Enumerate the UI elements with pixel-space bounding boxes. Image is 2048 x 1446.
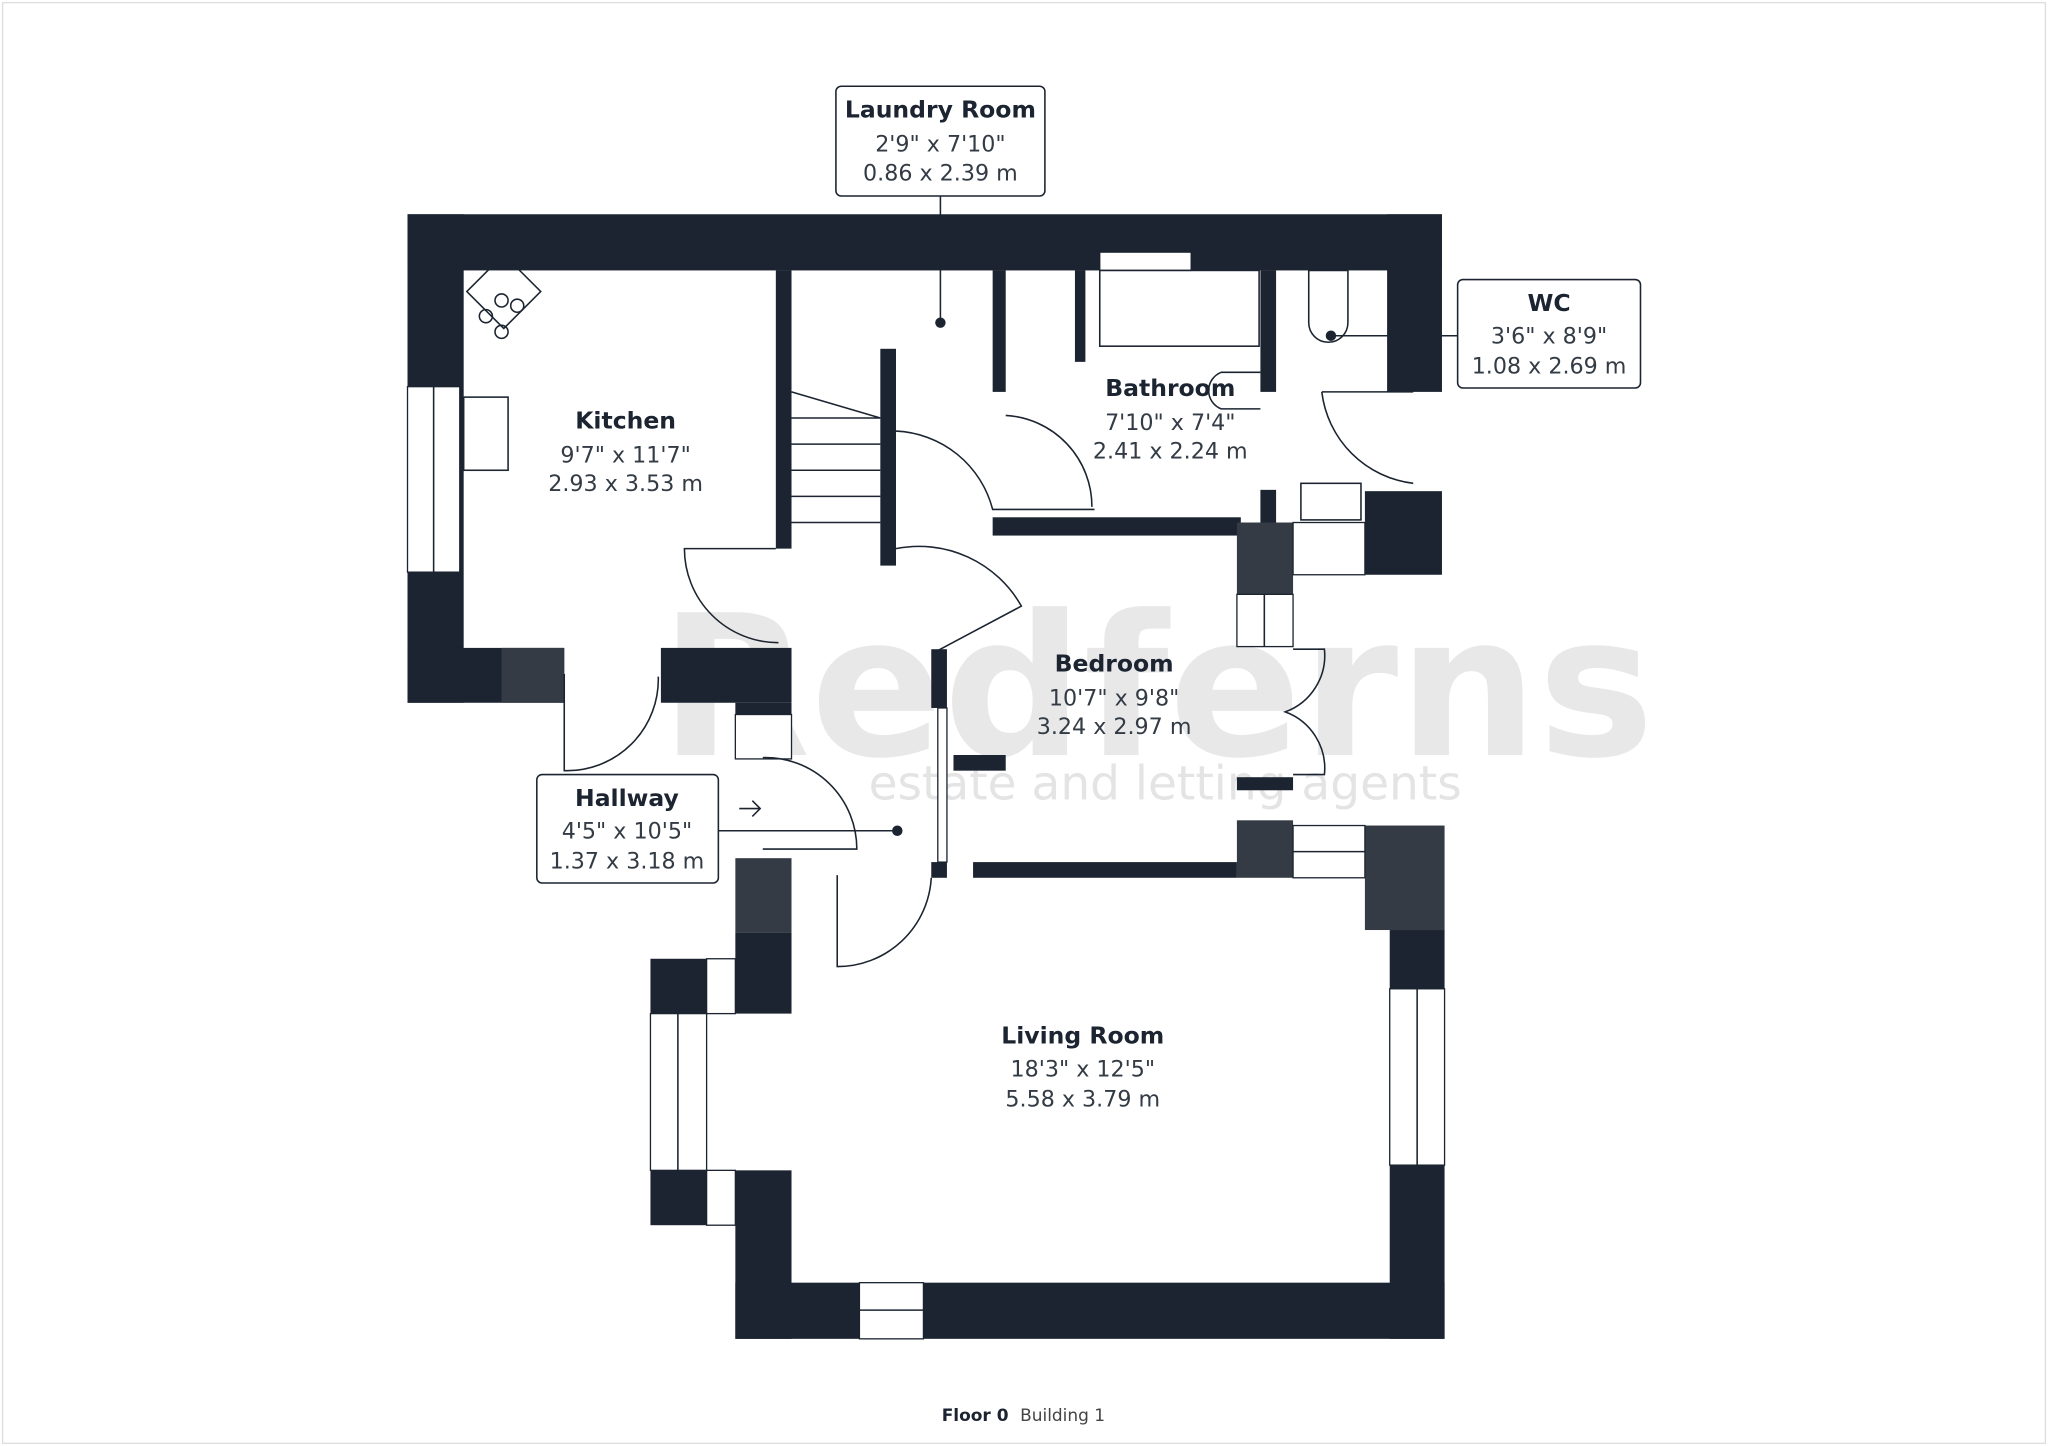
floor-label: Floor 0 xyxy=(942,1406,1009,1426)
fixtures xyxy=(462,253,1414,968)
room-dim-metric: 2.93 x 3.53 m xyxy=(548,471,703,497)
floor-caption: Floor 0 Building 1 xyxy=(942,1406,1105,1426)
room-dim-metric: 1.08 x 2.69 m xyxy=(1472,354,1627,380)
room-dim-imperial: 10'7" x 9'8" xyxy=(1049,685,1179,711)
room-label-laundry: Laundry Room 2'9" x 7'10" 0.86 x 2.39 m xyxy=(835,85,1046,197)
entrance-arrow-icon xyxy=(739,800,762,817)
room-dim-metric: 2.41 x 2.24 m xyxy=(1093,439,1248,465)
room-dim-metric: 5.58 x 3.79 m xyxy=(1005,1086,1160,1112)
room-name: Hallway xyxy=(575,784,679,812)
room-dim-imperial: 7'10" x 7'4" xyxy=(1105,410,1235,436)
room-dim-imperial: 2'9" x 7'10" xyxy=(875,132,1005,158)
room-name: Laundry Room xyxy=(845,96,1036,124)
room-label-wc: WC 3'6" x 8'9" 1.08 x 2.69 m xyxy=(1456,278,1642,389)
room-dim-imperial: 9'7" x 11'7" xyxy=(560,442,690,468)
room-dim-metric: 3.24 x 2.97 m xyxy=(1037,714,1192,740)
room-label-bedroom: Bedroom 10'7" x 9'8" 3.24 x 2.97 m xyxy=(1037,649,1192,740)
room-dim-imperial: 4'5" x 10'5" xyxy=(562,819,692,845)
watermark: Redferns estate and letting agents xyxy=(660,574,1655,811)
room-dim-metric: 1.37 x 3.18 m xyxy=(550,849,705,875)
room-label-living: Living Room 18'3" x 12'5" 5.58 x 3.79 m xyxy=(1001,1022,1164,1113)
building-label: Building 1 xyxy=(1020,1406,1105,1426)
room-name: Bedroom xyxy=(1055,649,1174,677)
room-label-kitchen: Kitchen 9'7" x 11'7" 2.93 x 3.53 m xyxy=(548,406,703,497)
room-dim-imperial: 3'6" x 8'9" xyxy=(1491,324,1607,350)
room-name: WC xyxy=(1527,289,1570,317)
room-name: Bathroom xyxy=(1105,374,1235,402)
room-name: Living Room xyxy=(1001,1022,1164,1050)
room-name: Kitchen xyxy=(575,406,676,434)
windows xyxy=(406,251,1446,1340)
room-dim-imperial: 18'3" x 12'5" xyxy=(1011,1056,1156,1082)
room-label-hallway: Hallway 4'5" x 10'5" 1.37 x 3.18 m xyxy=(536,773,720,884)
watermark-brand: Redferns xyxy=(660,574,1655,802)
room-dim-metric: 0.86 x 2.39 m xyxy=(863,160,1018,186)
room-label-bathroom: Bathroom 7'10" x 7'4" 2.41 x 2.24 m xyxy=(1093,374,1248,465)
